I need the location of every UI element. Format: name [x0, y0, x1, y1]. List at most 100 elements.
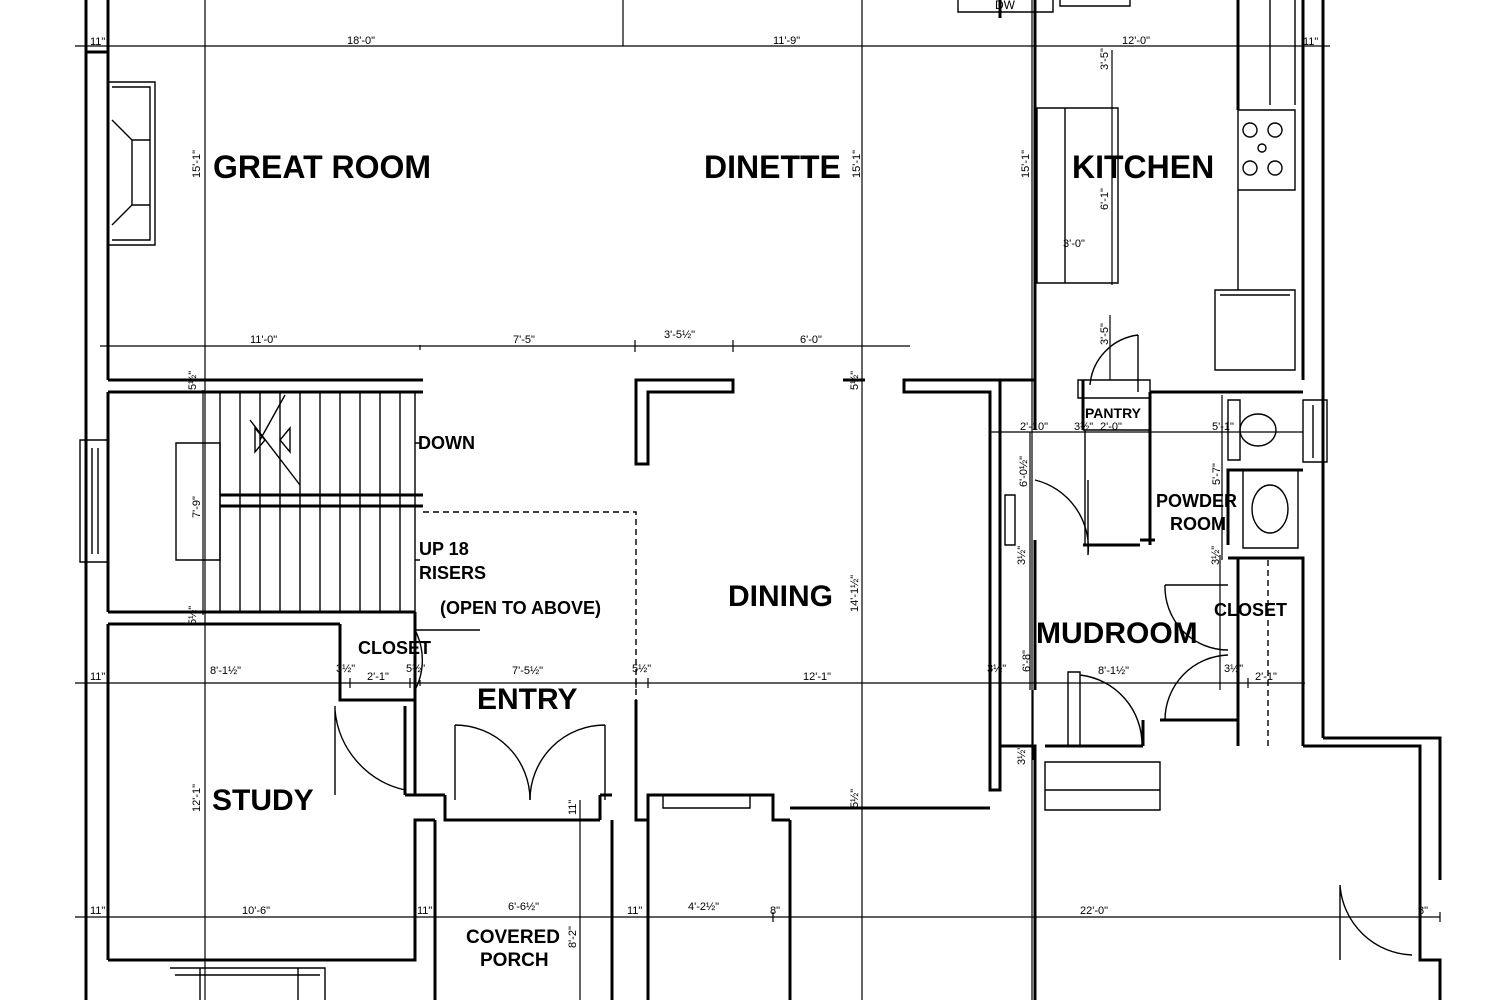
refrigerator-icon — [1214, 289, 1296, 371]
dim-label: 18'-0" — [347, 35, 375, 47]
note-up-2: RISERS — [419, 563, 486, 583]
dim-label: 10'-6" — [242, 905, 270, 917]
dim-label: 5'-7" — [1211, 463, 1223, 485]
dim-label: 8'-1½" — [1098, 665, 1129, 677]
open-to-above-outline — [423, 511, 637, 700]
dim-label: 5½" — [849, 371, 861, 390]
fixtures — [79, 0, 1328, 1000]
window-icon — [79, 439, 109, 563]
room-label-powder-2: ROOM — [1170, 514, 1226, 534]
kitchen-island — [1036, 107, 1119, 284]
window-icon-study — [170, 967, 326, 1000]
dim-label: 15'-1" — [191, 150, 203, 178]
door-swing-mudroom-ext — [1067, 671, 1143, 747]
door-swing-pantry — [1089, 334, 1139, 392]
dim-label: 3'-5" — [1099, 48, 1111, 70]
dim-label: 3'-0" — [1063, 238, 1085, 250]
dim-label: 11" — [1303, 36, 1318, 48]
dim-label: 2'-10" — [1020, 421, 1048, 433]
note-open-to-above: (OPEN TO ABOVE) — [440, 598, 601, 618]
dim-label: 11" — [90, 905, 105, 917]
note-up-1: UP 18 — [419, 539, 469, 559]
dim-label: 5½" — [849, 789, 861, 808]
note-down: DOWN — [418, 433, 475, 453]
pantry-shelves — [1077, 379, 1151, 399]
dim-label: 15'-1" — [851, 150, 863, 178]
door-swing-closet — [1164, 584, 1229, 651]
dim-label: 3½" — [1210, 546, 1222, 565]
dim-label: 7'-5½" — [512, 665, 543, 677]
dim-label: 5½" — [187, 371, 199, 390]
room-label-study: STUDY — [212, 784, 314, 817]
door-swing-closet-2 — [1164, 654, 1229, 721]
door-swing-entry-closet — [414, 629, 480, 691]
dim-label: 6'-8" — [1021, 650, 1033, 672]
dim-label: 6'-0" — [800, 334, 822, 346]
dim-label: 3½" — [1016, 746, 1028, 765]
dim-label: 3½" — [1074, 421, 1093, 433]
dim-label: 5½" — [632, 663, 651, 675]
room-label-entry: ENTRY — [477, 683, 578, 716]
room-label-dining: DINING — [728, 580, 833, 613]
dim-label: 11'-9" — [773, 35, 800, 47]
door-swing-east — [1339, 884, 1413, 960]
fireplace-icon — [108, 81, 156, 246]
dim-label: 3'-5" — [1099, 323, 1111, 345]
dim-label: 5½" — [187, 606, 199, 625]
dim-label: 11" — [567, 800, 579, 815]
room-label-pantry: PANTRY — [1085, 405, 1142, 421]
dim-label: 12'-0" — [1122, 35, 1150, 47]
door-swing-mudroom — [1034, 479, 1090, 556]
room-label-covered-porch-1: COVERED — [466, 927, 560, 948]
dim-label: 3½" — [1016, 546, 1028, 565]
dimension-labels: 11" 18'-0" 11'-9" 12'-0" 11" 3'-5" 15'-1… — [90, 35, 1428, 948]
notes: DOWN UP 18 RISERS (OPEN TO ABOVE) DW — [418, 0, 1016, 618]
dim-label: 2'-1" — [367, 671, 389, 683]
room-label-closet-mud: CLOSET — [1214, 600, 1287, 620]
dim-label: 3½" — [1224, 663, 1243, 675]
dim-label: 3'-5½" — [664, 329, 695, 341]
mudroom-steps — [1044, 761, 1161, 811]
dim-label: 22'-0" — [1080, 905, 1108, 917]
dim-label: 3½" — [987, 663, 1006, 675]
dim-label: 4'-2½" — [688, 901, 719, 913]
room-label-dinette: DINETTE — [704, 149, 841, 185]
dim-label: 2'-0" — [1100, 421, 1122, 433]
dim-label: 6'-6½" — [508, 901, 539, 913]
window-icon-east — [1302, 399, 1328, 463]
dim-label: 11'-0" — [250, 334, 277, 346]
toilet-icon — [1227, 399, 1277, 461]
dim-label: 3½" — [336, 663, 355, 675]
sink-icon — [1242, 469, 1299, 549]
dim-label: 5'-1" — [1212, 421, 1234, 433]
door-swing-entry-left — [454, 724, 531, 801]
room-label-closet-entry: CLOSET — [358, 638, 431, 658]
dim-label: 11" — [90, 671, 105, 683]
room-label-mudroom: MUDROOM — [1036, 617, 1198, 650]
window-icon-dining — [662, 794, 751, 809]
door-swing-entry-right — [529, 724, 606, 801]
dim-label: 6'-1" — [1099, 188, 1111, 210]
dim-label: 8'-2" — [567, 926, 579, 948]
room-label-covered-porch-2: PORCH — [480, 950, 549, 971]
dim-label: 2'-1" — [1255, 671, 1277, 683]
dim-label: 8" — [770, 905, 780, 917]
dim-label: 5½" — [406, 663, 425, 675]
range-icon — [1237, 109, 1296, 191]
dim-label: 12'-1" — [803, 671, 831, 683]
doors — [334, 334, 1413, 960]
dim-label: 11" — [90, 36, 105, 48]
room-label-great-room: GREAT ROOM — [213, 149, 431, 185]
dim-label: 8'-1½" — [210, 665, 241, 677]
dim-label: 11" — [627, 905, 642, 917]
door-swing-study — [334, 706, 406, 795]
dim-label: 8" — [1418, 905, 1428, 917]
note-dw: DW — [995, 0, 1016, 12]
room-labels: GREAT ROOM DINETTE KITCHEN DINING MUDROO… — [212, 149, 1287, 971]
dim-label: 15'-1" — [1020, 150, 1032, 178]
dim-label: 7'-5" — [513, 334, 535, 346]
room-label-kitchen: KITCHEN — [1072, 149, 1214, 185]
dim-label: 12'-1" — [191, 784, 203, 812]
dim-label: 6'-0½" — [1018, 456, 1030, 487]
